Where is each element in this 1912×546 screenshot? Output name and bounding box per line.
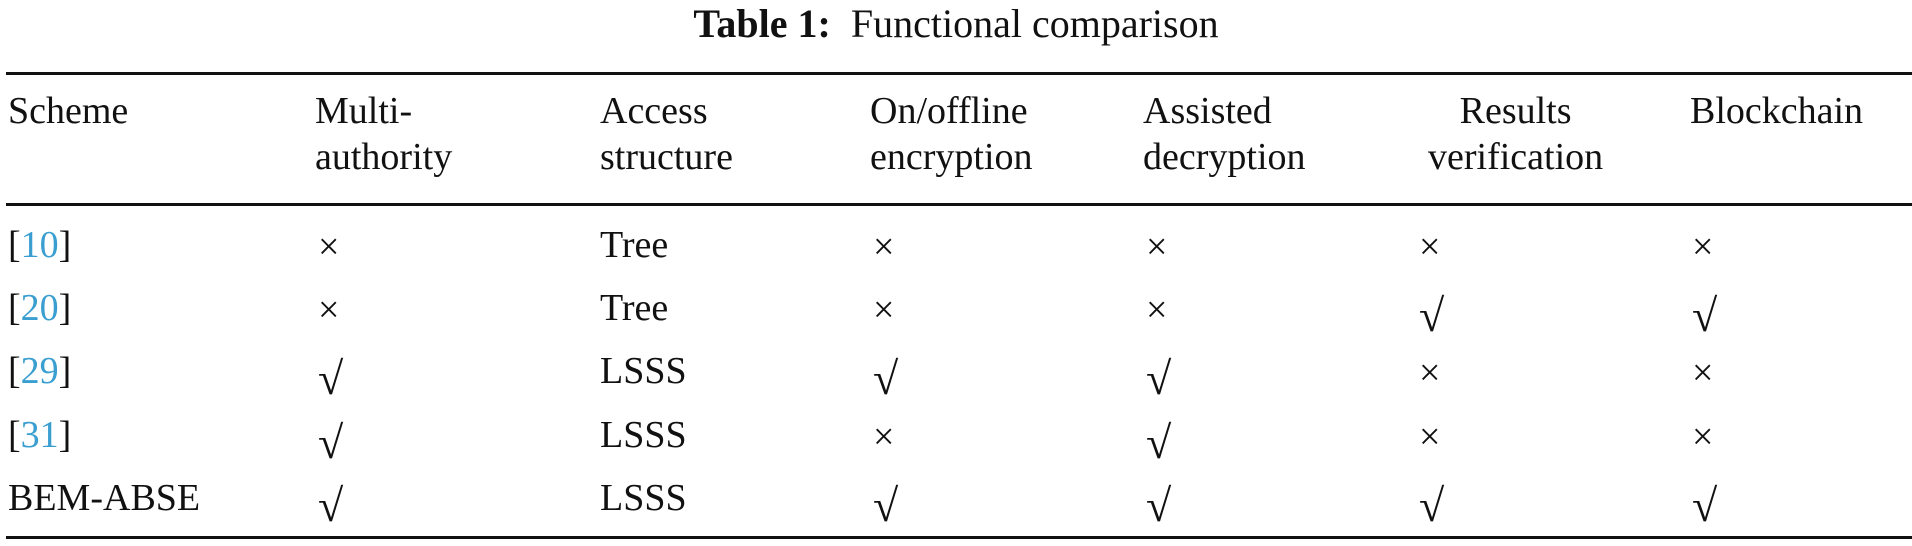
bracket-close: ] bbox=[58, 414, 72, 456]
citation-link[interactable]: 10 bbox=[20, 224, 59, 266]
checkmark-icon: √ bbox=[1146, 353, 1172, 404]
cross-icon: × bbox=[1692, 226, 1714, 268]
scheme-cell: [20] bbox=[8, 285, 71, 331]
cross-icon: × bbox=[318, 226, 340, 268]
scheme-cell: [31] bbox=[8, 412, 71, 458]
checkmark-icon: √ bbox=[1419, 290, 1445, 341]
bracket-close: ] bbox=[58, 224, 72, 266]
bracket-close: ] bbox=[58, 287, 72, 329]
header-scheme: Scheme bbox=[8, 90, 129, 132]
header-multi-authority: Multi-authority bbox=[315, 90, 453, 178]
checkmark-icon: √ bbox=[1146, 480, 1172, 531]
access-structure-cell: LSSS bbox=[600, 477, 687, 519]
checkmark-icon: √ bbox=[1692, 290, 1718, 341]
scheme-cell: [29] bbox=[8, 348, 71, 394]
cross-icon: × bbox=[873, 416, 895, 458]
scheme-cell: [10] bbox=[8, 222, 71, 268]
cross-icon: × bbox=[1146, 289, 1168, 331]
top-rule bbox=[6, 72, 1912, 75]
table-caption-label: Table 1: bbox=[693, 1, 831, 46]
access-structure-cell: Tree bbox=[600, 287, 669, 329]
header-rule bbox=[6, 203, 1912, 206]
access-structure-cell: LSSS bbox=[600, 350, 687, 392]
citation-link[interactable]: 31 bbox=[20, 414, 59, 456]
cross-icon: × bbox=[1419, 416, 1441, 458]
cross-icon: × bbox=[1146, 226, 1168, 268]
table-caption-text: Functional comparison bbox=[850, 1, 1219, 46]
cross-icon: × bbox=[873, 226, 895, 268]
checkmark-icon: √ bbox=[873, 480, 899, 531]
cross-icon: × bbox=[1419, 226, 1441, 268]
checkmark-icon: √ bbox=[1419, 480, 1445, 531]
checkmark-icon: √ bbox=[1146, 417, 1172, 468]
bracket-open: [ bbox=[8, 414, 21, 456]
access-structure-cell: Tree bbox=[600, 224, 669, 266]
table-caption: Table 1: Functional comparison bbox=[0, 0, 1912, 48]
bracket-open: [ bbox=[8, 224, 21, 266]
checkmark-icon: √ bbox=[318, 480, 344, 531]
cross-icon: × bbox=[1692, 352, 1714, 394]
checkmark-icon: √ bbox=[318, 417, 344, 468]
citation-link[interactable]: 20 bbox=[20, 287, 59, 329]
header-blockchain: Blockchain bbox=[1690, 90, 1864, 132]
access-structure-cell: LSSS bbox=[600, 414, 687, 456]
checkmark-icon: √ bbox=[318, 353, 344, 404]
checkmark-icon: √ bbox=[1692, 480, 1718, 531]
scheme-name: BEM-ABSE bbox=[8, 477, 201, 519]
cross-icon: × bbox=[873, 289, 895, 331]
citation-link[interactable]: 29 bbox=[20, 350, 59, 392]
cross-icon: × bbox=[1692, 416, 1714, 458]
bracket-open: [ bbox=[8, 287, 21, 329]
cross-icon: × bbox=[318, 289, 340, 331]
cross-icon: × bbox=[1419, 352, 1441, 394]
bracket-open: [ bbox=[8, 350, 21, 392]
bottom-rule bbox=[6, 536, 1912, 539]
bracket-close: ] bbox=[58, 350, 72, 392]
scheme-cell: BEM-ABSE bbox=[8, 475, 200, 521]
checkmark-icon: √ bbox=[873, 353, 899, 404]
